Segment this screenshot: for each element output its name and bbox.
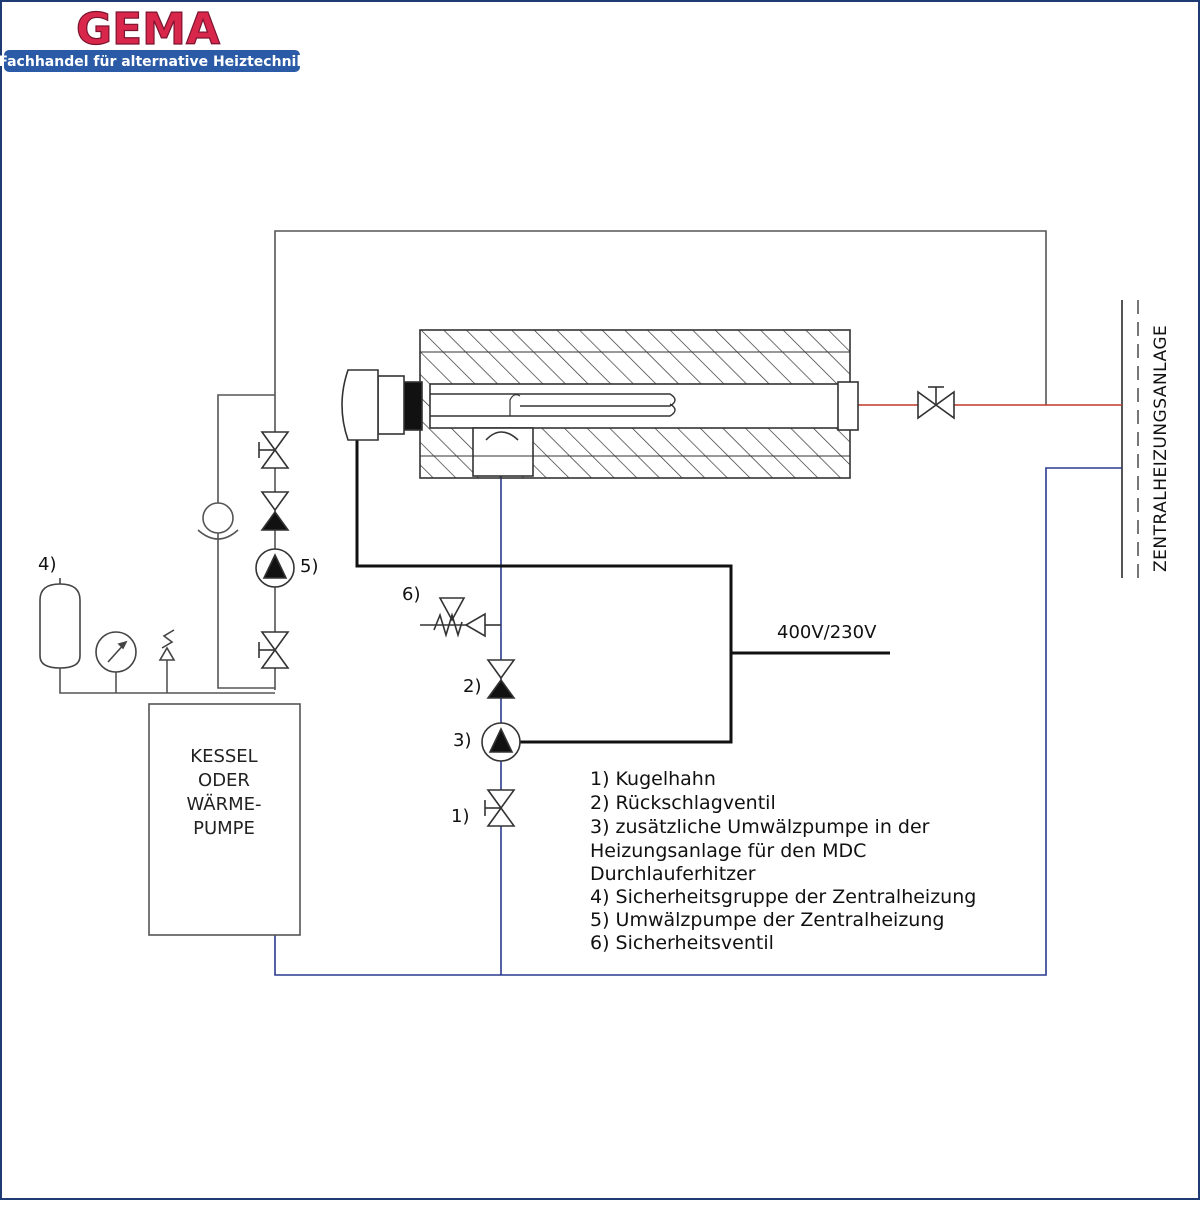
label-4: 4) xyxy=(38,554,56,575)
boiler-label-2: ODER xyxy=(198,770,250,791)
label-5: 5) xyxy=(300,556,318,577)
legend-item-5: 5) Umwälzpumpe der Zentralheizung xyxy=(590,909,944,931)
return-line xyxy=(274,467,1122,976)
central-heating-label: ZENTRALHEIZUNGSANLAGE xyxy=(1151,325,1171,572)
legend-item-3-cont: Heizungsanlage für den MDC xyxy=(590,840,866,862)
legend-item-3: 3) zusätzliche Umwälzpumpe in der xyxy=(590,816,930,838)
label-3: 3) xyxy=(453,730,471,751)
logo-tagline: Fachhandel für alternative Heiztechnik xyxy=(0,54,306,70)
logo-band xyxy=(4,50,300,72)
voltage-label: 400V/230V xyxy=(777,622,877,643)
ball-valve-upper-icon xyxy=(258,431,290,469)
ball-valve-lower-icon xyxy=(258,631,290,669)
expansion-loop-icon xyxy=(197,529,239,540)
boiler-label-4: PUMPE xyxy=(193,818,255,839)
check-valve-left-icon xyxy=(260,491,290,531)
label-1: 1) xyxy=(451,806,469,827)
mdc-heater xyxy=(341,329,859,479)
ball-valve-return-icon xyxy=(484,789,516,827)
circulation-pump-icon xyxy=(255,548,295,588)
flow-ball-valve-icon xyxy=(917,386,955,420)
label-6: 6) xyxy=(402,584,420,605)
expansion-vessel xyxy=(39,583,81,669)
bypass-pipe xyxy=(217,394,275,689)
boiler: KESSEL ODER WÄRME- PUMPE xyxy=(148,703,301,936)
label-2: 2) xyxy=(463,676,481,697)
gema-logo: GEMA Fachhandel für alternative Heiztech… xyxy=(0,3,306,72)
power-cable xyxy=(355,440,733,744)
logo-brand: GEMA xyxy=(76,4,220,55)
auxiliary-pump-icon xyxy=(481,722,521,762)
legend-item-2: 2) Rückschlagventil xyxy=(590,792,776,814)
legend: 1) Kugelhahn 2) Rückschlagventil 3) zusä… xyxy=(590,768,976,954)
boiler-label-1: KESSEL xyxy=(190,746,257,767)
safety-valve-icon xyxy=(420,597,501,638)
safety-manifold-pipe xyxy=(59,668,275,694)
boiler-label-3: WÄRME- xyxy=(186,794,261,815)
legend-item-4: 4) Sicherheitsgruppe der Zentralheizung xyxy=(590,886,976,908)
legend-item-3-end: Durchlauferhitzer xyxy=(590,863,756,885)
air-vent-icon xyxy=(158,646,176,661)
legend-item-6: 6) Sicherheitsventil xyxy=(590,932,774,954)
legend-item-1: 1) Kugelhahn xyxy=(590,768,716,790)
check-valve-right-icon xyxy=(486,659,516,699)
safety-group xyxy=(39,578,176,673)
